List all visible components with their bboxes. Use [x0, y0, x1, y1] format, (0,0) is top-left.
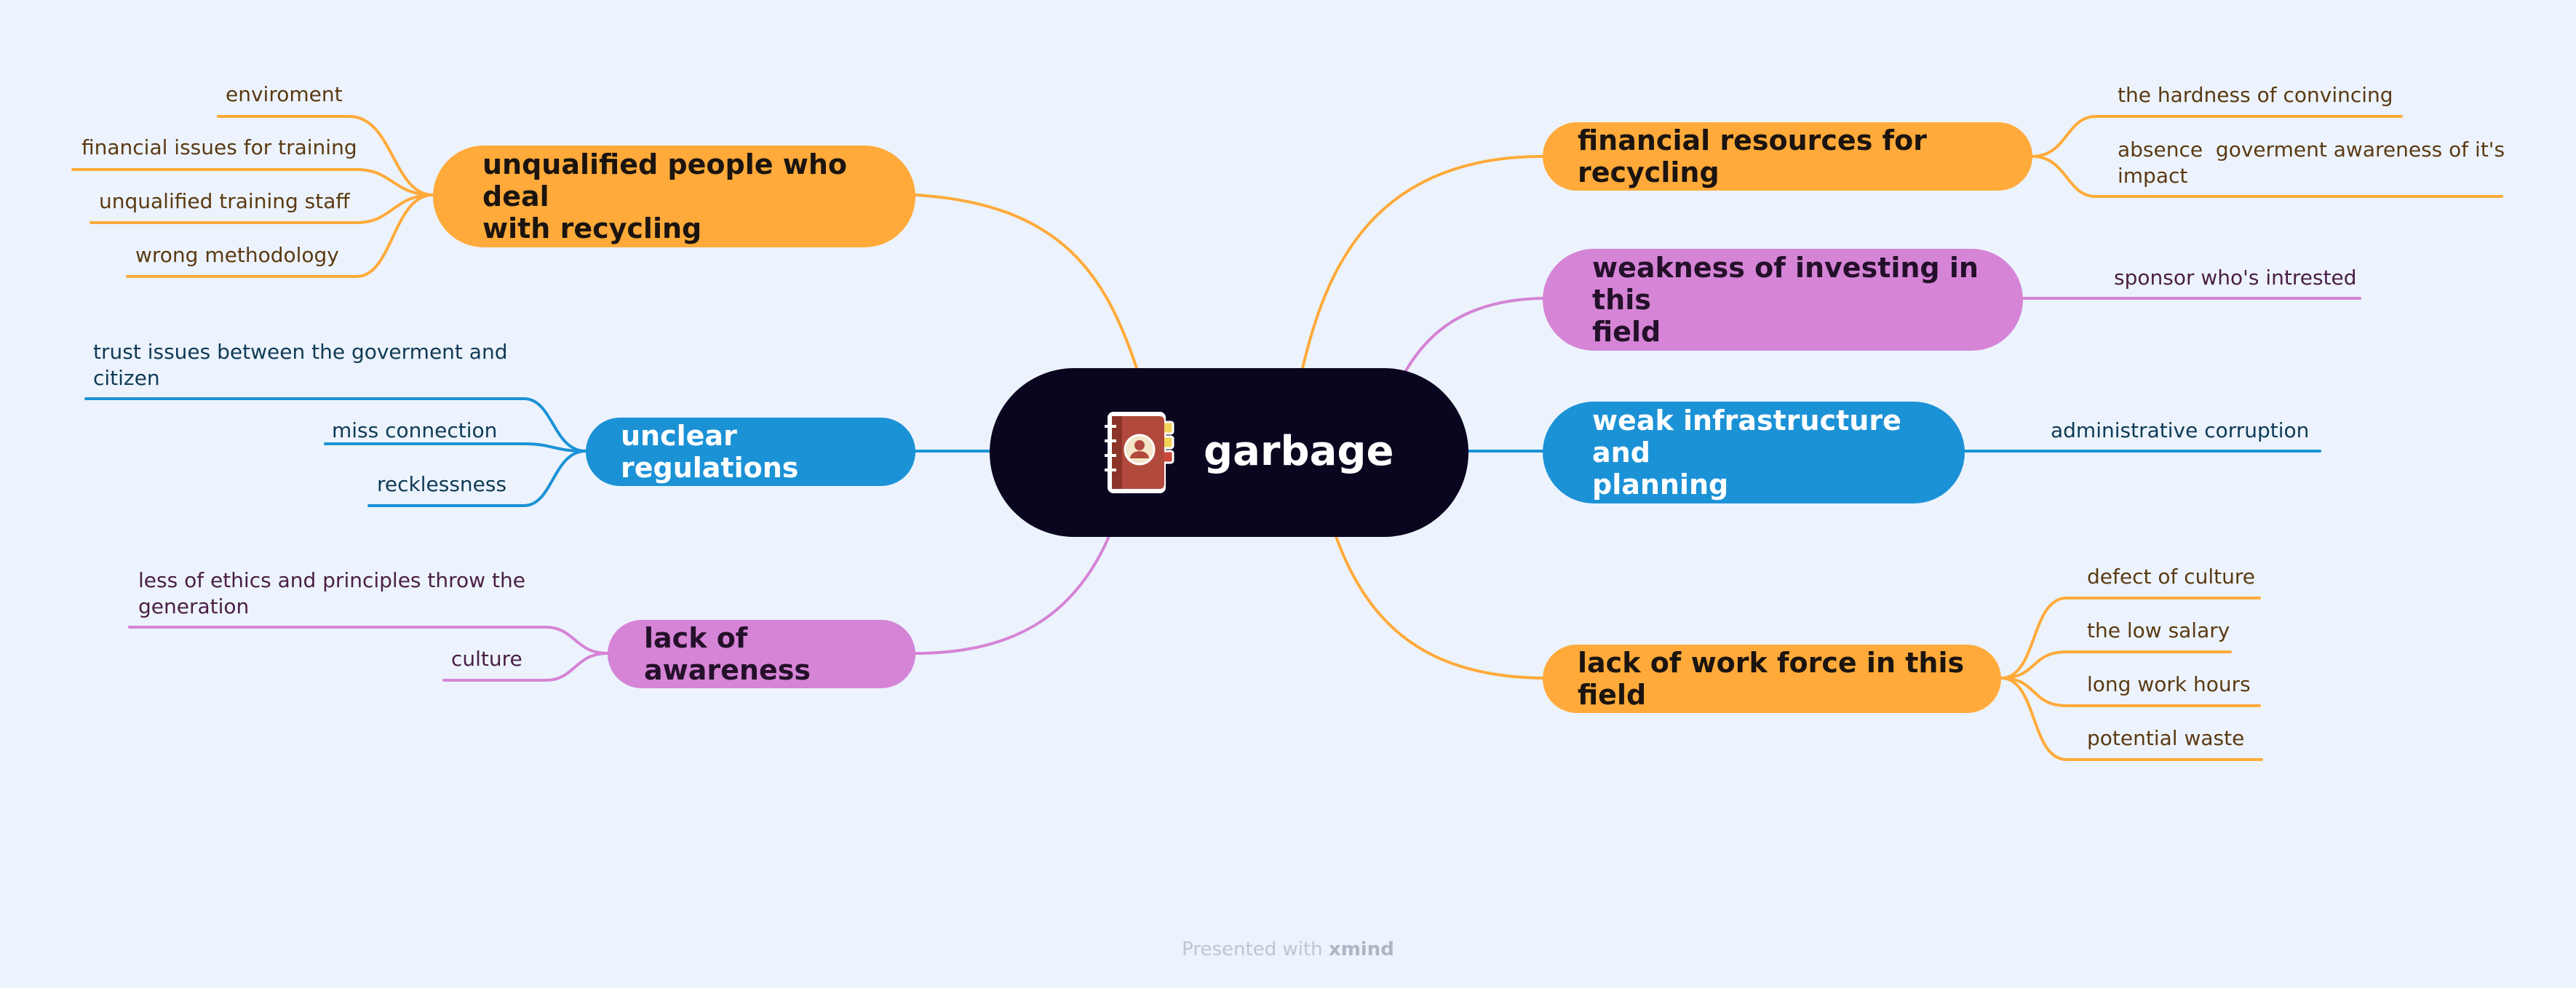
connector-investing	[1403, 297, 1544, 375]
leaf-line-ethics	[128, 626, 609, 655]
subtopic-administrative-corruption[interactable]: administrative corruption	[2051, 418, 2310, 442]
leaf-line-enviroment	[217, 115, 434, 196]
subtopic-financial-issues-training[interactable]: financial issues for training	[82, 135, 357, 159]
leaf-line-absence	[2031, 155, 2503, 198]
leaf-line-financial-training	[71, 168, 434, 196]
subtopic-wrong-methodology[interactable]: wrong methodology	[135, 243, 339, 267]
leaf-line-miss-connection	[324, 442, 587, 453]
xmind-logo-text: xmind	[1328, 939, 1394, 960]
footer-prefix: Presented with	[1182, 939, 1323, 960]
central-topic-title: garbage	[1204, 428, 1394, 475]
subtopic-ethics-principles[interactable]: less of ethics and principles throw the …	[138, 567, 525, 620]
subtopic-unqualified-training-staff[interactable]: unqualified training staff	[99, 189, 350, 213]
subtopic-enviroment[interactable]: enviroment	[226, 82, 343, 106]
topic-label: unclear regulations	[621, 420, 799, 484]
subtopic-hardness-convincing[interactable]: the hardness of convincing	[2118, 83, 2393, 107]
subtopic-long-work-hours[interactable]: long work hours	[2087, 672, 2251, 696]
subtopic-line: generation	[138, 594, 250, 618]
subtopic-sponsor[interactable]: sponsor who's intrested	[2114, 266, 2357, 290]
subtopic-recklessness[interactable]: recklessness	[377, 472, 507, 496]
leaf-line-defect	[2000, 597, 2261, 680]
topic-label: lack of awareness	[644, 622, 811, 686]
leaf-line-recklessness	[367, 450, 587, 507]
leaf-line-culture	[442, 652, 609, 682]
topic-label: planning	[1592, 469, 1729, 501]
topic-financial-resources[interactable]: financial resources for recycling	[1543, 122, 2032, 191]
leaf-line-convincing	[2031, 115, 2403, 158]
subtopic-absence-awareness[interactable]: absence goverment awareness of it's impa…	[2118, 137, 2505, 189]
connector-workforce	[1334, 533, 1544, 680]
topic-weak-infrastructure[interactable]: weak infrastructure and planning	[1543, 402, 1965, 503]
topic-label: weakness of investing in this	[1592, 252, 1979, 316]
presented-with-footer: Presented with xmind	[0, 939, 2576, 960]
connector-awareness	[914, 533, 1111, 655]
leaf-line-salary	[2000, 650, 2232, 680]
topic-unclear-regulations[interactable]: unclear regulations	[586, 418, 915, 486]
leaf-line-waste	[2000, 677, 2263, 761]
leaf-line-training-staff	[90, 194, 434, 224]
subtopic-defect-of-culture[interactable]: defect of culture	[2087, 565, 2256, 589]
connector-unqualified	[914, 194, 1138, 370]
subtopic-low-salary[interactable]: the low salary	[2087, 618, 2230, 642]
topic-label: weak infrastructure and	[1592, 405, 1901, 469]
subtopic-line: citizen	[93, 366, 160, 390]
topic-lack-of-work-force[interactable]: lack of work force in this field	[1543, 645, 2001, 713]
topic-weakness-investing[interactable]: weakness of investing in this field	[1543, 249, 2023, 351]
subtopic-line: less of ethics and principles throw the	[138, 568, 525, 592]
central-topic[interactable]: garbage	[990, 368, 1468, 537]
topic-label: unqualified people who deal	[482, 148, 847, 212]
notebook-contact-icon	[1105, 412, 1174, 493]
topic-unqualified-people[interactable]: unqualified people who deal with recycli…	[433, 146, 915, 247]
subtopic-miss-connection[interactable]: miss connection	[332, 418, 498, 442]
subtopic-trust-issues[interactable]: trust issues between the goverment and c…	[93, 339, 507, 391]
topic-label: field	[1592, 316, 1661, 348]
subtopic-line: impact	[2118, 164, 2188, 188]
connector-financial	[1301, 155, 1544, 370]
subtopic-line: absence goverment awareness of it's	[2118, 138, 2505, 162]
subtopic-line: trust issues between the goverment and	[93, 340, 508, 364]
leaf-line-hours	[2000, 677, 2261, 707]
subtopic-potential-waste[interactable]: potential waste	[2087, 726, 2245, 750]
leaf-line-methodology	[126, 194, 434, 278]
topic-lack-of-awareness[interactable]: lack of awareness	[608, 620, 915, 688]
topic-label: with recycling	[482, 212, 702, 244]
leaf-line-trust	[84, 397, 587, 453]
topic-label: financial resources for recycling	[1578, 124, 1927, 188]
topic-label: lack of work force in this field	[1578, 647, 1965, 711]
subtopic-culture[interactable]: culture	[451, 647, 522, 671]
